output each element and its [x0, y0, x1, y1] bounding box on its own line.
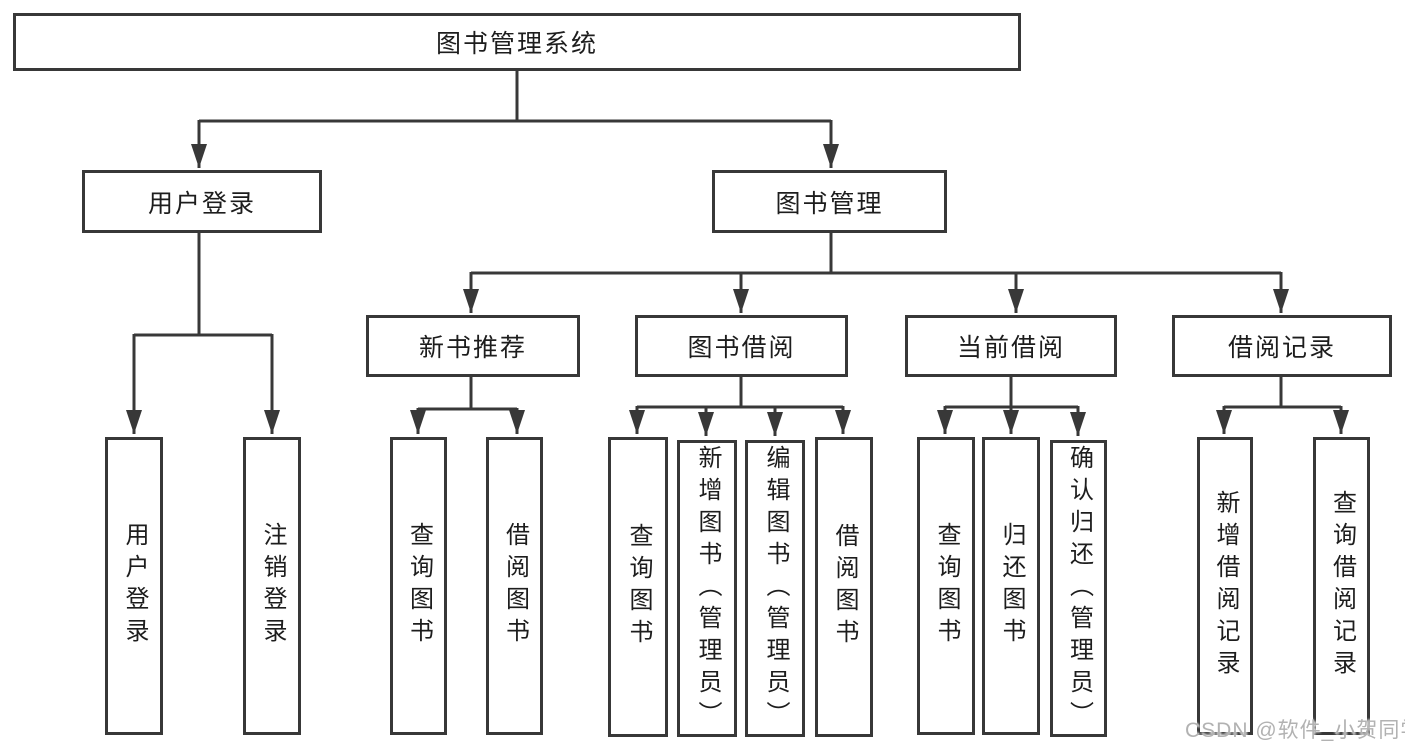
leaf-borrow-books-2: 借阅图书 [815, 437, 873, 737]
node-book-borrowing: 图书借阅 [635, 315, 848, 377]
leaf-query-books-3-label: 查询图书 [933, 522, 960, 650]
leaf-confirm-return-admin: 确认归还（管理员） [1050, 440, 1107, 737]
leaf-query-books-1-label: 查询图书 [405, 522, 433, 650]
leaf-edit-book-admin: 编辑图书（管理员） [745, 440, 805, 737]
node-current-borrowing-label: 当前借阅 [956, 334, 1065, 362]
node-book-borrowing-label: 图书借阅 [687, 334, 796, 362]
csdn-watermark: CSDN @软件_小贺同学 [1185, 719, 1405, 742]
node-user-login-label: 用户登录 [147, 189, 256, 218]
node-new-book-recommend-label: 新书推荐 [418, 334, 527, 362]
leaf-user-login-label: 用户登录 [121, 522, 148, 650]
leaf-query-books-2-label: 查询图书 [625, 523, 652, 651]
leaf-add-book-admin: 新增图书（管理员） [677, 440, 737, 737]
node-book-management: 图书管理 [712, 170, 947, 233]
leaf-add-borrow-record: 新增借阅记录 [1197, 437, 1253, 735]
node-borrowing-records-label: 借阅记录 [1227, 334, 1336, 362]
node-root-label: 图书管理系统 [435, 30, 598, 58]
leaf-add-borrow-record-label: 新增借阅记录 [1212, 490, 1239, 682]
leaf-query-books-1: 查询图书 [390, 437, 447, 735]
leaf-query-borrow-record: 查询借阅记录 [1313, 437, 1370, 735]
leaf-query-books-3: 查询图书 [917, 437, 975, 735]
node-borrowing-records: 借阅记录 [1172, 315, 1392, 377]
leaf-borrow-books-1-label: 借阅图书 [501, 522, 529, 650]
leaf-query-books-2: 查询图书 [608, 437, 668, 737]
leaf-confirm-return-admin-label: 确认归还（管理员） [1065, 444, 1093, 733]
node-new-book-recommend: 新书推荐 [366, 315, 580, 377]
leaf-borrow-books-2-label: 借阅图书 [831, 523, 858, 651]
node-user-login: 用户登录 [82, 170, 322, 233]
leaf-return-book: 归还图书 [982, 437, 1040, 735]
leaf-borrow-books-1: 借阅图书 [486, 437, 543, 735]
leaf-add-book-admin-label: 新增图书（管理员） [694, 444, 721, 733]
leaf-logout: 注销登录 [243, 437, 301, 735]
leaf-edit-book-admin-label: 编辑图书（管理员） [762, 444, 789, 733]
node-book-management-label: 图书管理 [775, 189, 884, 218]
leaf-return-book-label: 归还图书 [998, 522, 1025, 650]
leaf-query-borrow-record-label: 查询借阅记录 [1328, 490, 1356, 682]
node-root: 图书管理系统 [13, 13, 1021, 71]
node-current-borrowing: 当前借阅 [905, 315, 1117, 377]
leaf-user-login: 用户登录 [105, 437, 163, 735]
leaf-logout-label: 注销登录 [259, 522, 286, 650]
